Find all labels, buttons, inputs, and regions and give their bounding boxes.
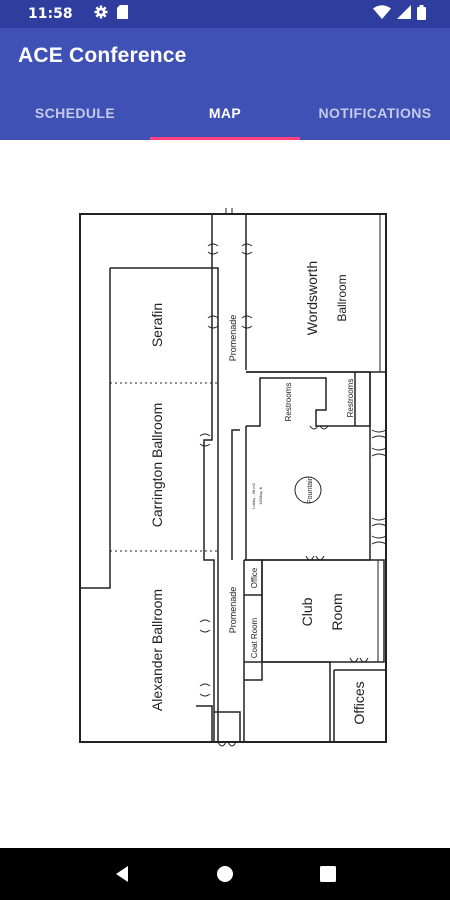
room-label-lobby: Lobby - 38 m2	[251, 482, 256, 508]
back-button[interactable]	[102, 854, 142, 894]
room-label-lobby-size: 1600sq. ft	[258, 486, 263, 504]
back-icon	[115, 866, 128, 882]
battery-icon	[417, 4, 426, 24]
room-label-coat-room: Coat Room	[250, 617, 259, 658]
room-label-office: Office	[250, 567, 259, 588]
recents-button[interactable]	[308, 854, 348, 894]
room-label-restrooms-right: Restrooms	[346, 379, 355, 418]
recents-icon	[320, 866, 337, 882]
status-bar: 11:58	[0, 0, 450, 28]
floor-map[interactable]: Serafin Carrington Ballroom Alexander Ba…	[0, 140, 450, 848]
room-label-fountain: Fountain	[307, 476, 314, 503]
room-label-offices: Offices	[351, 681, 367, 724]
room-label-club-room: Room	[329, 593, 345, 630]
gear-icon	[94, 5, 108, 23]
navigation-bar	[0, 848, 450, 900]
room-label-promenade-top: Promenade	[228, 315, 238, 362]
home-button[interactable]	[205, 854, 245, 894]
room-label-alexander: Alexander Ballroom	[149, 589, 165, 711]
room-label-serafin: Serafin	[149, 303, 165, 347]
status-time: 11:58	[28, 6, 73, 22]
app-bar: ACE Conference SCHEDULE MAP NOTIFICATION…	[0, 28, 450, 140]
room-label-carrington: Carrington Ballroom	[149, 403, 165, 528]
room-label-wordsworth: Wordsworth	[304, 261, 320, 335]
room-label-wordsworth-ballroom: Ballroom	[335, 274, 349, 321]
app-title: ACE Conference	[18, 44, 187, 67]
home-icon	[216, 866, 233, 882]
signal-icon	[397, 5, 411, 23]
tab-notifications[interactable]: NOTIFICATIONS	[318, 105, 432, 121]
map-content: Serafin Carrington Ballroom Alexander Ba…	[0, 140, 450, 848]
tab-schedule[interactable]: SCHEDULE	[34, 105, 116, 121]
room-label-promenade-bottom: Promenade	[228, 587, 238, 634]
wifi-icon	[373, 5, 391, 23]
tab-bar: SCHEDULE MAP NOTIFICATIONS	[0, 86, 450, 140]
room-label-club: Club	[299, 597, 315, 626]
sim-card-icon	[116, 5, 128, 23]
tab-map[interactable]: MAP	[150, 86, 300, 140]
room-label-restrooms-left: Restrooms	[284, 383, 293, 422]
